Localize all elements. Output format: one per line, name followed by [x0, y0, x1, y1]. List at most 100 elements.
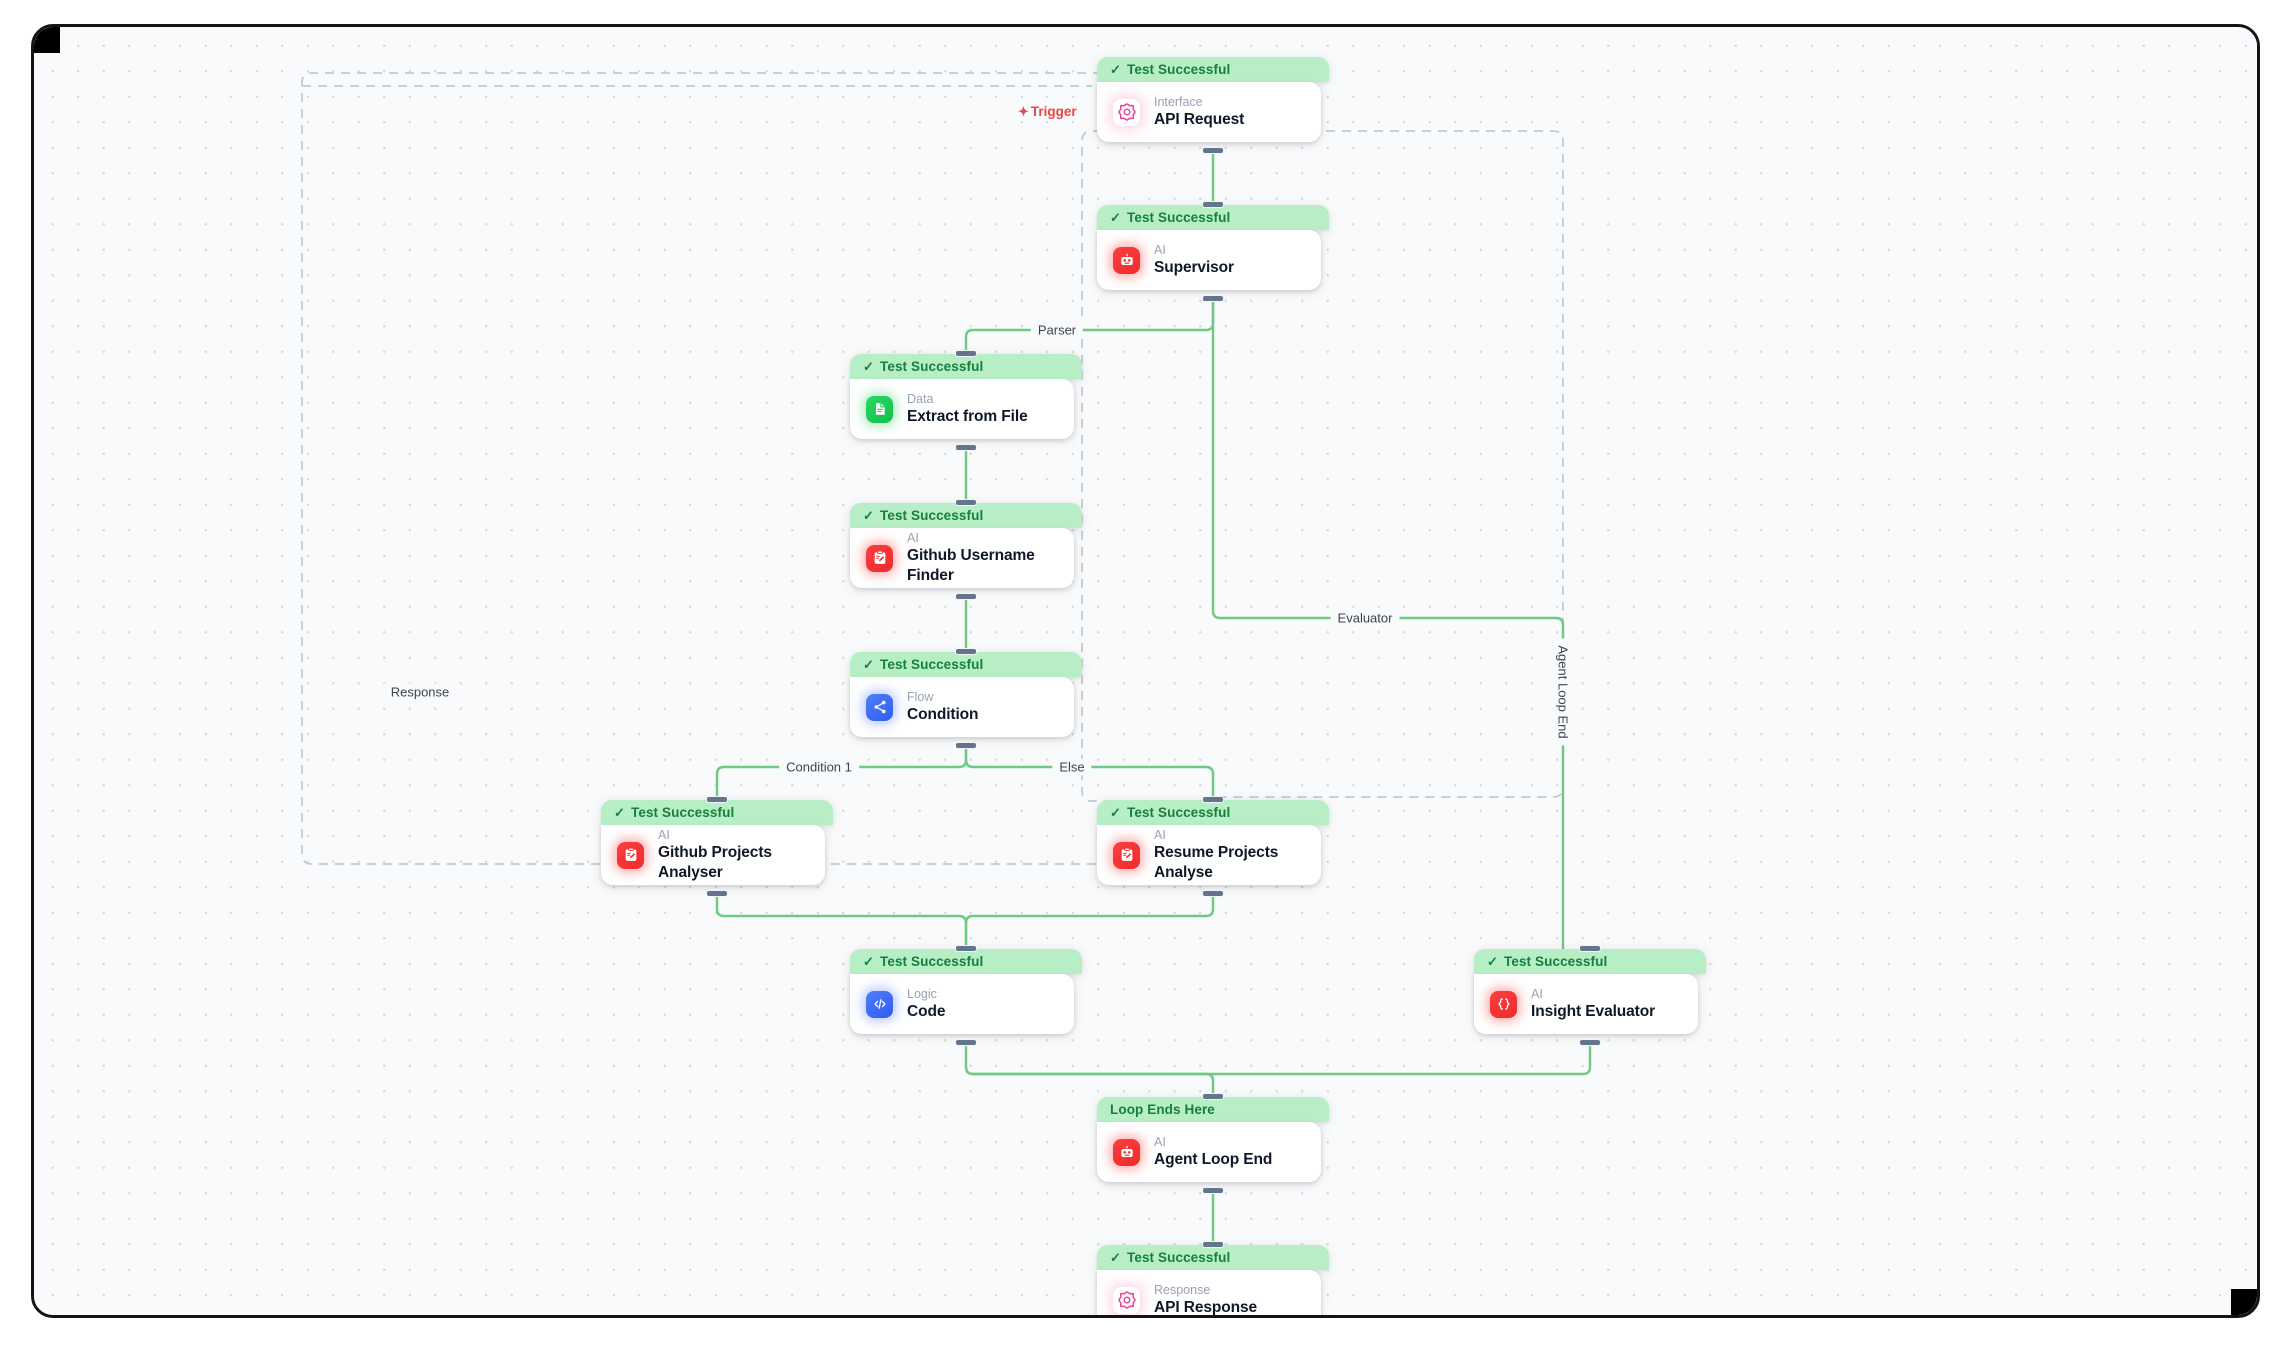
- node-status-bar: ✓Test Successful: [1097, 1245, 1329, 1270]
- node-status-bar: ✓Test Successful: [850, 949, 1082, 974]
- handle-username-out[interactable]: [955, 593, 977, 600]
- gear-flower-icon: [1113, 1287, 1140, 1314]
- node-title: Agent Loop End: [1154, 1151, 1273, 1168]
- handle-apiresponse-in[interactable]: [1202, 1241, 1224, 1248]
- handle-username-in[interactable]: [955, 499, 977, 506]
- robot-icon: [1113, 1138, 1140, 1166]
- node-body[interactable]: AI Agent Loop End: [1097, 1122, 1321, 1182]
- node-category: AI: [1154, 1134, 1166, 1149]
- edge-label-response: Response: [383, 683, 457, 701]
- handle-condition-in[interactable]: [955, 648, 977, 655]
- handle-code-out[interactable]: [955, 1039, 977, 1046]
- handle-extract-out[interactable]: [955, 444, 977, 451]
- handle-resume-out[interactable]: [1202, 890, 1224, 897]
- response-boundary: [301, 72, 1134, 865]
- node-status-bar: ✓Test Successful: [1097, 205, 1329, 230]
- edge-label-condition-1: Condition 1: [779, 758, 859, 776]
- robot-icon: [1113, 246, 1140, 274]
- handle-condition-out[interactable]: [955, 742, 977, 749]
- edge-ghprojects-code: [715, 894, 968, 949]
- agent-loop-boundary: [1081, 130, 1214, 802]
- check-icon: ✓: [1487, 954, 1498, 969]
- handle-code-in[interactable]: [955, 945, 977, 952]
- handle-ghprojects-in[interactable]: [706, 796, 728, 803]
- check-icon: ✓: [1110, 1250, 1121, 1265]
- node-category: AI: [1154, 242, 1166, 257]
- node-title: Extract from File: [907, 408, 1028, 425]
- node-text: AI Agent Loop End: [1154, 1135, 1272, 1170]
- handle-loopend-out[interactable]: [1202, 1187, 1224, 1194]
- handle-extract-in[interactable]: [955, 350, 977, 357]
- node-category: Response: [1154, 1282, 1211, 1297]
- node-title: Github Username Finder: [907, 547, 1035, 584]
- check-icon: ✓: [1110, 805, 1121, 820]
- edge-supervisor-extract: [964, 299, 1215, 354]
- edge-code-loopend: [964, 1043, 1215, 1097]
- node-category: Interface: [1154, 94, 1203, 109]
- node-title: Code: [907, 1003, 946, 1020]
- node-status-text: Test Successful: [631, 805, 735, 820]
- frame-corner-bottom-right: [2231, 1289, 2257, 1315]
- check-icon: ✓: [863, 657, 874, 672]
- node-category: AI: [1154, 827, 1166, 842]
- handle-loopend-in[interactable]: [1202, 1093, 1224, 1100]
- check-icon: ✓: [863, 359, 874, 374]
- node-status-bar: ✓Test Successful: [850, 503, 1082, 528]
- handle-api-request-out[interactable]: [1202, 147, 1224, 154]
- node-status-text: Test Successful: [1127, 62, 1231, 77]
- node-status-bar: ✓Test Successful: [850, 652, 1082, 677]
- check-icon: ✓: [614, 805, 625, 820]
- handle-insight-in[interactable]: [1579, 945, 1601, 952]
- loop-region-outline: [1214, 130, 1564, 798]
- handle-ghprojects-out[interactable]: [706, 890, 728, 897]
- handle-insight-out[interactable]: [1579, 1039, 1601, 1046]
- edge-label-evaluator: Evaluator: [1330, 609, 1400, 627]
- node-status-text: Test Successful: [1127, 805, 1231, 820]
- node-title: Condition: [907, 706, 979, 723]
- code-brackets-icon: [866, 990, 893, 1018]
- node-category: Flow: [907, 689, 934, 704]
- node-title: Github Projects Analyser: [658, 844, 772, 881]
- branch-share-icon: [866, 693, 893, 721]
- node-status-text: Test Successful: [1504, 954, 1608, 969]
- clipboard-pencil-icon: [617, 841, 644, 869]
- handle-supervisor-in[interactable]: [1202, 201, 1224, 208]
- check-icon: ✓: [1110, 62, 1121, 77]
- node-status-bar: ✓ Test Successful: [1474, 949, 1706, 974]
- lightning-bolt-icon: ✦: [1018, 104, 1029, 119]
- handle-supervisor-out[interactable]: [1202, 295, 1224, 302]
- node-status-text: Test Successful: [880, 508, 984, 523]
- workflow-canvas[interactable]: .e { fill:none; stroke:#6fca81; stroke-w…: [34, 27, 2257, 1315]
- handle-resume-in[interactable]: [1202, 796, 1224, 803]
